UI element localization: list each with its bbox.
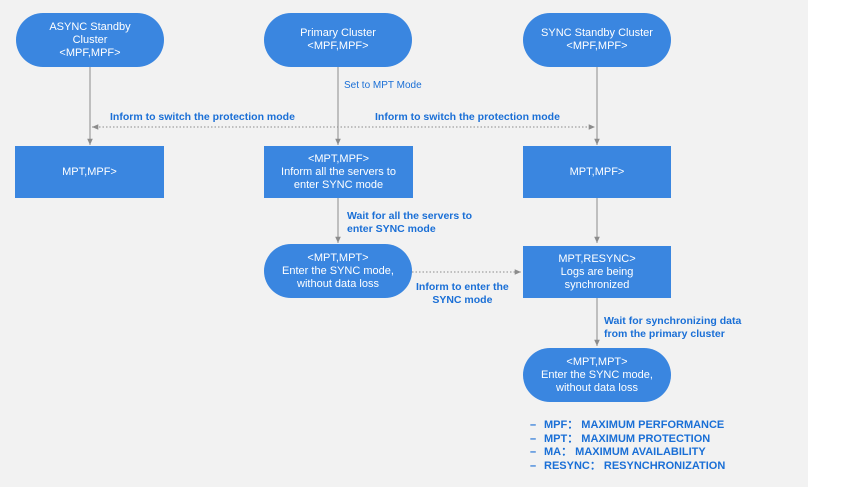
edge-label-inform-right: Inform to switch the protection mode (375, 111, 560, 123)
legend-dash: – (530, 446, 537, 458)
primary-inform-node: <MPT,MPF> Inform all the servers to ente… (264, 146, 413, 198)
node-line: <MPF,MPF> (566, 40, 628, 52)
legend-dash: – (530, 419, 537, 431)
legend-text: MPF： MAXIMUM PERFORMANCE (544, 419, 725, 431)
label-line: enter SYNC mode (347, 223, 436, 235)
node-line: SYNC Standby Cluster (541, 27, 653, 39)
legend-text: RESYNC： RESYNCHRONIZATION (544, 459, 726, 472)
async-mpt-node: MPT,MPF> (15, 146, 164, 198)
sync-mpt-node: MPT,MPF> (523, 146, 671, 198)
node-line: without data loss (297, 277, 379, 290)
legend-item: –MPF： MAXIMUM PERFORMANCE (530, 419, 725, 433)
node-line: Inform all the servers to (281, 165, 396, 178)
node-line: <MPT,MPF> (307, 152, 370, 165)
edge-label-wait-servers: Wait for all the servers to enter SYNC m… (347, 210, 472, 236)
node-line: MPT,MPF> (62, 165, 117, 178)
node-line: Primary Cluster (300, 27, 376, 39)
node-line: synchronized (564, 278, 630, 291)
node-line: Enter the SYNC mode, (282, 264, 394, 277)
node-line: enter SYNC mode (293, 178, 384, 191)
node-line: ASYNC Standby (49, 20, 131, 33)
primary-cluster-node: Primary Cluster <MPF,MPF> (264, 13, 412, 67)
legend-text: MPT： MAXIMUM PROTECTION (544, 432, 711, 445)
label-line: Wait for all the servers to (347, 210, 473, 222)
node-line: <MPF,MPF> (307, 40, 369, 52)
edge-label-set-mpt: Set to MPT Mode (344, 80, 422, 91)
label-line: Inform to enter the (416, 281, 509, 293)
node-line: without data loss (556, 381, 638, 394)
node-line: Logs are being (560, 265, 634, 278)
legend-item: –MA： MAXIMUM AVAILABILITY (530, 446, 725, 460)
legend-item: –RESYNC： RESYNCHRONIZATION (530, 460, 725, 474)
edge-label-inform-left: Inform to switch the protection mode (110, 111, 295, 123)
legend-text: MA： MAXIMUM AVAILABILITY (544, 446, 706, 458)
label-line: SYNC mode (432, 294, 493, 306)
edge-label-inform-enter: Inform to enter the SYNC mode (416, 281, 509, 307)
legend-dash: – (530, 432, 537, 445)
node-line: MPT,RESYNC> (558, 252, 636, 265)
sync-resync-node: MPT,RESYNC> Logs are being synchronized (523, 246, 671, 298)
node-line: Cluster (72, 33, 108, 46)
node-line: <MPF,MPF> (59, 46, 121, 59)
node-line: <MPT,MPT> (307, 251, 369, 264)
edge-label-wait-sync: Wait for synchronizing data from the pri… (604, 315, 741, 341)
label-line: from the primary cluster (604, 328, 725, 340)
diagram-canvas (0, 0, 808, 487)
sync-final-node: <MPT,MPT> Enter the SYNC mode, without d… (523, 348, 671, 402)
node-line: <MPT,MPT> (566, 355, 628, 368)
node-line: MPT,MPF> (569, 165, 625, 178)
node-line: Enter the SYNC mode, (541, 368, 653, 381)
legend-dash: – (530, 459, 537, 472)
sync-standby-node: SYNC Standby Cluster <MPF,MPF> (523, 13, 671, 67)
label-line: Wait for synchronizing data (604, 315, 742, 327)
async-standby-node: ASYNC Standby Cluster <MPF,MPF> (16, 13, 164, 67)
legend: –MPF： MAXIMUM PERFORMANCE –MPT： MAXIMUM … (530, 419, 725, 473)
primary-sync-node: <MPT,MPT> Enter the SYNC mode, without d… (264, 244, 412, 298)
legend-item: –MPT： MAXIMUM PROTECTION (530, 433, 725, 447)
